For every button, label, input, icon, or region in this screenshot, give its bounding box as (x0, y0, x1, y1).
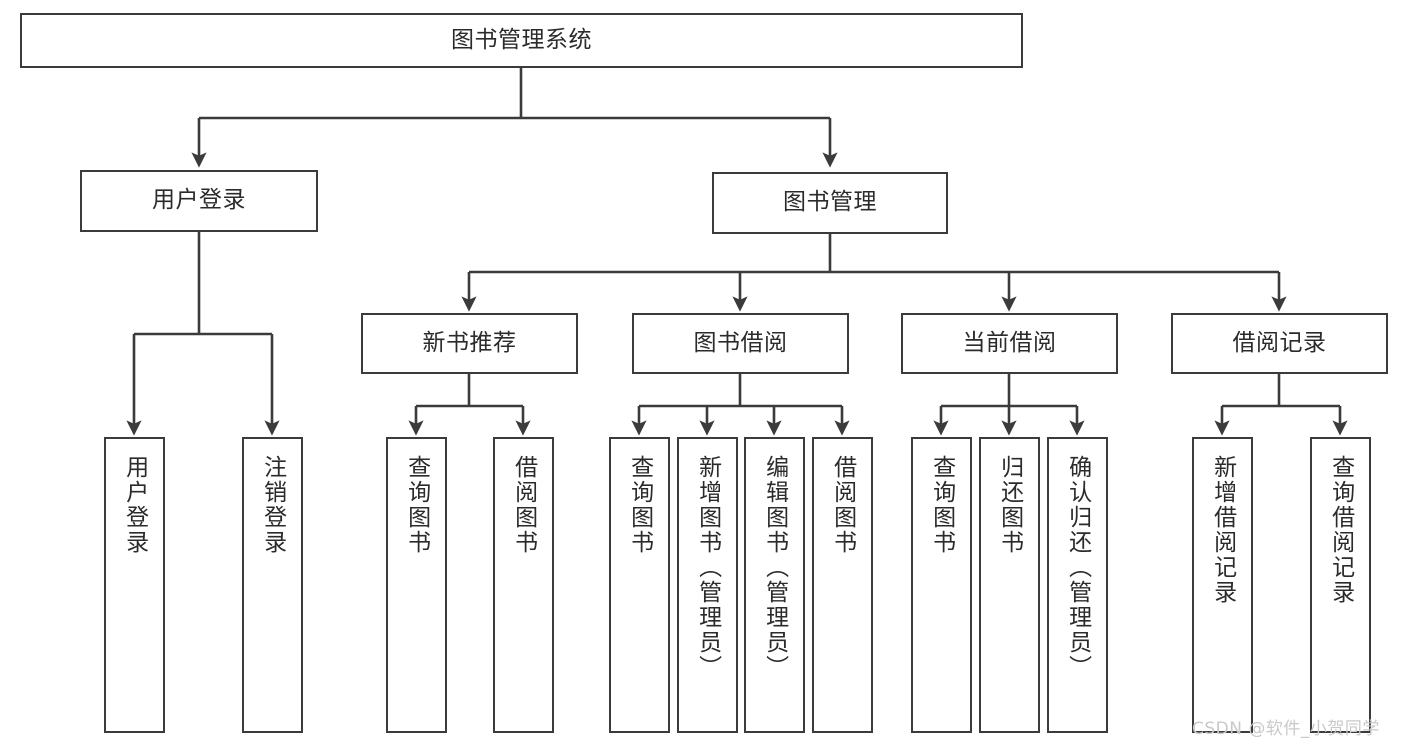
leaf-bb-add-book-admin[interactable]: 新增图书（管理员） (677, 437, 738, 733)
leaf-bb-edit-book-admin[interactable]: 编辑图书（管理员） (744, 437, 805, 733)
node-label: 查询图书 (403, 455, 430, 555)
leaf-br-query-record[interactable]: 查询借阅记录 (1310, 437, 1371, 733)
node-label: 用户登录 (152, 187, 246, 214)
node-label: 借阅图书 (829, 455, 856, 555)
node-label: 新增借阅记录 (1209, 455, 1236, 605)
node-label: 当前借阅 (962, 329, 1057, 356)
node-label: 查询借阅记录 (1327, 455, 1354, 605)
node-label: 新书推荐 (422, 329, 517, 356)
node-label: 确认归还（管理员） (1064, 455, 1091, 680)
node-current-borrow[interactable]: 当前借阅 (901, 313, 1118, 374)
node-new-book-recommend[interactable]: 新书推荐 (361, 313, 578, 374)
node-label: 图书管理 (783, 189, 877, 216)
leaf-br-add-record[interactable]: 新增借阅记录 (1192, 437, 1253, 733)
node-borrow-record[interactable]: 借阅记录 (1171, 313, 1388, 374)
node-label: 借阅图书 (510, 455, 537, 555)
node-book-borrow[interactable]: 图书借阅 (632, 313, 849, 374)
node-label: 图书管理系统 (451, 26, 592, 53)
leaf-nbr-query-book[interactable]: 查询图书 (386, 437, 447, 733)
leaf-user-login[interactable]: 用户登录 (104, 437, 165, 733)
leaf-nbr-borrow-book[interactable]: 借阅图书 (493, 437, 554, 733)
leaf-bb-borrow-book[interactable]: 借阅图书 (812, 437, 873, 733)
node-label: 查询图书 (928, 455, 955, 555)
node-label: 编辑图书（管理员） (761, 455, 788, 680)
leaf-cb-return-book[interactable]: 归还图书 (979, 437, 1040, 733)
node-label: 归还图书 (996, 455, 1023, 555)
node-label: 图书借阅 (693, 329, 788, 356)
leaf-bb-query-book[interactable]: 查询图书 (609, 437, 670, 733)
node-label: 注销登录 (259, 455, 286, 555)
node-label: 新增图书（管理员） (694, 455, 721, 680)
leaf-cb-confirm-return-admin[interactable]: 确认归还（管理员） (1047, 437, 1108, 733)
node-user-login[interactable]: 用户登录 (80, 170, 318, 232)
node-root-system[interactable]: 图书管理系统 (20, 13, 1023, 68)
node-label: 用户登录 (121, 455, 148, 555)
csdn-watermark: CSDN @软件_小贺同学 (1192, 719, 1380, 739)
node-label: 查询图书 (626, 455, 653, 555)
leaf-cb-query-book[interactable]: 查询图书 (911, 437, 972, 733)
leaf-logout[interactable]: 注销登录 (242, 437, 303, 733)
node-book-management[interactable]: 图书管理 (712, 172, 948, 234)
node-label: 借阅记录 (1232, 329, 1327, 356)
